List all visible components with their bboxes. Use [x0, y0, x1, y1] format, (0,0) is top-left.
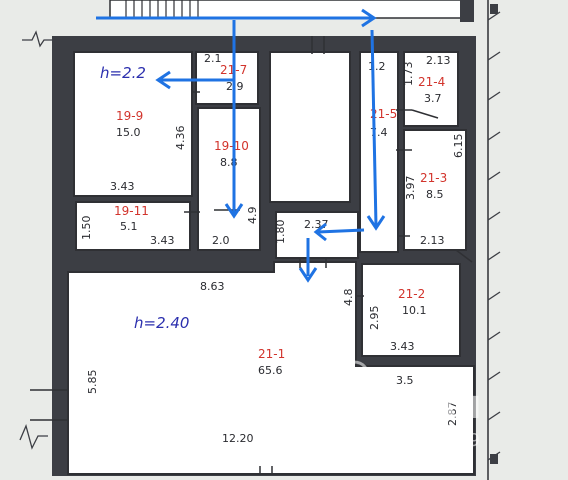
arrowhead-down — [224, 203, 244, 219]
dimension-label: 3.43 — [390, 340, 415, 353]
room-area: 65.6 — [258, 364, 283, 377]
dimension-label: 2.1 — [204, 52, 222, 65]
room-area: 5.1 — [120, 220, 138, 233]
room-area: 15.0 — [116, 126, 141, 139]
room-21-5 — [359, 51, 399, 253]
dimension-label: 12.20 — [222, 432, 254, 445]
dimension-label: 2.13 — [420, 234, 445, 247]
room-id: 21-4 — [418, 75, 445, 89]
arrowhead-into-hall — [298, 267, 318, 283]
shaft — [269, 51, 351, 203]
dimension-label: 1.2 — [368, 60, 386, 73]
route-arrows — [96, 8, 386, 283]
left-break-lines — [19, 30, 54, 450]
dimension-label: 3.5 — [396, 374, 414, 387]
dimension-label: 4.9 — [246, 207, 259, 225]
dimension-label: 4.36 — [174, 126, 187, 151]
watermark: ЦИАН ID 318880789 — [338, 360, 481, 451]
room-id: 19-11 — [114, 204, 149, 218]
height-label-lower: h=2.40 — [134, 314, 189, 332]
room-id: 19-9 — [116, 109, 143, 123]
dimension-label: 1.73 — [402, 62, 415, 87]
dimension-label: 3.97 — [404, 176, 417, 201]
room-19-10 — [197, 107, 261, 251]
room-21-3 — [403, 129, 467, 251]
arrowhead-down-right — [366, 215, 386, 231]
arrow-corridor — [317, 228, 365, 234]
dimension-label: 2.95 — [368, 306, 381, 331]
arrowhead-corridor — [313, 222, 327, 242]
room-id: 21-1 — [258, 347, 285, 361]
room-id: 21-5 — [370, 107, 397, 121]
dimension-label: 2.13 — [426, 54, 451, 67]
dimension-label: 3.43 — [150, 234, 175, 247]
exterior-wall-hatching — [487, 0, 501, 480]
room-id: 19-10 — [214, 139, 249, 153]
room-area: 3.7 — [424, 92, 442, 105]
room-id: 21-2 — [398, 287, 425, 301]
dimension-label: 2.87 — [446, 402, 459, 427]
dimension-label: 6.15 — [452, 134, 465, 159]
watermark-brand: ЦИАН — [380, 391, 481, 426]
arrowhead-right — [361, 8, 377, 28]
room-21-2 — [361, 263, 461, 357]
room-area: 8.5 — [426, 188, 444, 201]
room-19-9 — [73, 51, 193, 197]
room-21-7 — [195, 51, 259, 105]
watermark-id: ID 318880789 — [352, 430, 480, 451]
dimension-label: 4.8 — [342, 289, 355, 307]
corridor — [275, 211, 359, 259]
height-label-upper: h=2.2 — [100, 64, 146, 82]
arrowhead-left — [155, 70, 171, 90]
room-area: 10.1 — [402, 304, 427, 317]
dimension-label: 8.63 — [200, 280, 225, 293]
location-pin-icon — [338, 360, 370, 403]
dimension-label: 3.43 — [110, 180, 135, 193]
dimension-label: 2.0 — [212, 234, 230, 247]
dimension-label: 1.50 — [80, 216, 93, 241]
dimension-label: 5.85 — [86, 370, 99, 395]
room-19-11 — [75, 201, 191, 251]
dimension-label: 1.80 — [274, 220, 287, 245]
room-id: 21-3 — [420, 171, 447, 185]
door-marks — [30, 36, 473, 474]
room-21-4 — [403, 51, 459, 127]
arrow-down-right — [370, 29, 378, 227]
room-21-1 — [67, 261, 475, 475]
